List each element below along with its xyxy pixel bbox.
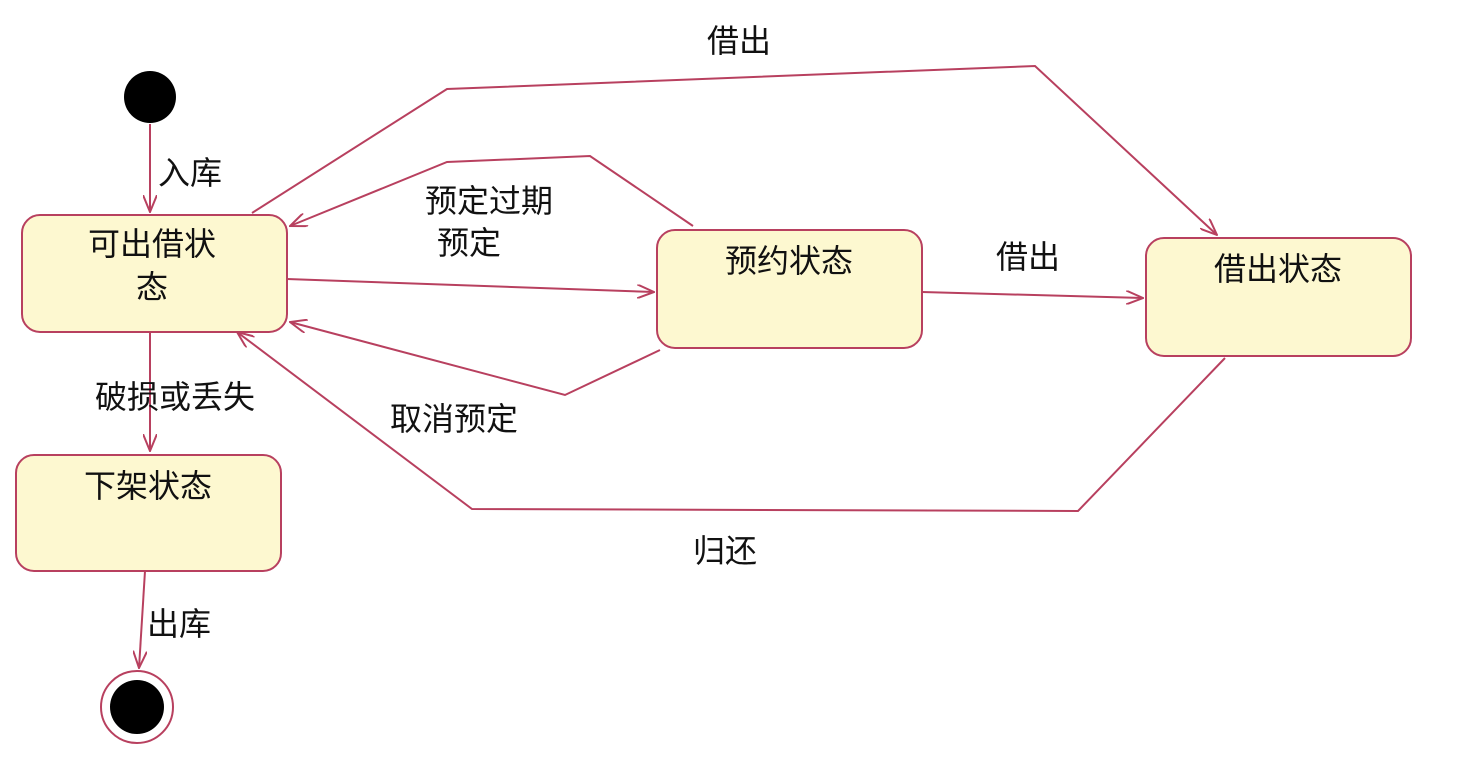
edge-return	[237, 332, 1226, 513]
edge-reserve-expire	[290, 154, 694, 226]
edge-reserve	[286, 278, 654, 292]
label-reserve-expire: 预定过期	[425, 182, 553, 220]
label-stock-in: 入库	[158, 154, 222, 192]
edge-borrow-top	[251, 64, 1217, 235]
state-removed-label: 下架状态	[84, 467, 212, 505]
label-return: 归还	[693, 532, 757, 570]
state-available: 可出借状 态	[21, 214, 288, 333]
state-removed: 下架状态	[15, 454, 282, 572]
state-reserved: 预约状态	[656, 229, 923, 349]
edge-cancel-reserve	[290, 322, 661, 397]
state-available-label-line2: 态	[136, 268, 168, 306]
label-reserve: 预定	[437, 224, 501, 262]
final-node	[100, 670, 174, 744]
state-borrowed-label: 借出状态	[1214, 250, 1342, 288]
label-cancel-reserve: 取消预定	[390, 400, 518, 438]
label-borrow-top: 借出	[707, 22, 771, 60]
state-available-label-line1: 可出借状	[88, 225, 216, 263]
label-stock-out: 出库	[147, 605, 211, 643]
edge-stock-out	[139, 570, 145, 668]
edge-borrow-from-reserved	[921, 292, 1143, 298]
label-damaged-or-lost: 破损或丢失	[95, 378, 255, 416]
label-borrow-from-reserved: 借出	[996, 238, 1060, 276]
state-borrowed: 借出状态	[1145, 237, 1412, 357]
initial-node	[124, 71, 176, 123]
state-reserved-label: 预约状态	[725, 242, 853, 280]
